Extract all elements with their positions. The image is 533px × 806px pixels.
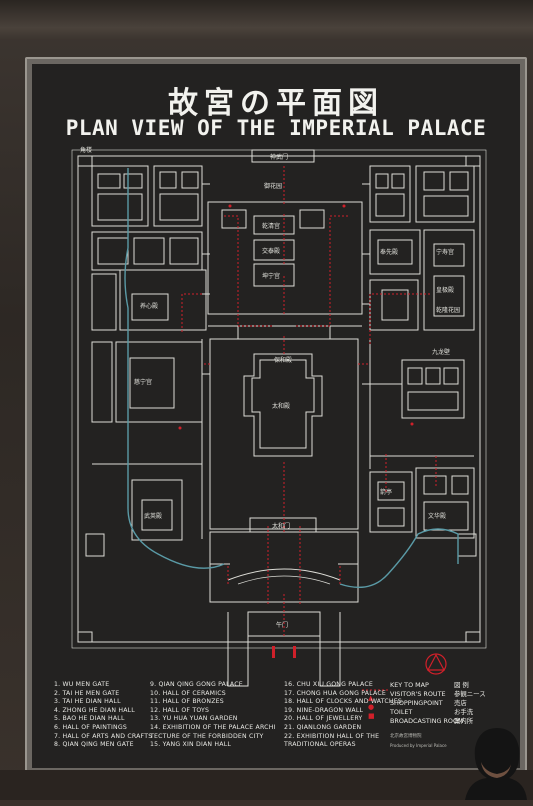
label-jiaolou: 角楼 bbox=[80, 146, 92, 154]
legend-item: 19. NINE-DRAGON WALL bbox=[284, 706, 364, 714]
label-qianlong: 乾隆花园 bbox=[436, 306, 460, 314]
label-jianting: 箭亭 bbox=[380, 488, 392, 496]
floor bbox=[0, 770, 533, 800]
legend-item: 1. WU MEN GATE bbox=[54, 681, 110, 688]
legend-item: 4. ZHONG HE DIAN HALL bbox=[54, 706, 135, 714]
visitor-head-silhouette bbox=[465, 728, 527, 800]
svg-text:▲: ▲ bbox=[368, 694, 374, 702]
legend-item: 22. EXHIBITION HALL OF THE bbox=[284, 732, 380, 740]
legend-item: 10. HALL OF CERAMICS bbox=[150, 689, 226, 697]
terrace bbox=[243, 353, 323, 457]
label-jiaotaidian: 交泰殿 bbox=[262, 247, 280, 255]
legend-item: 20. HALL OF JEWELLERY bbox=[284, 715, 363, 723]
legend-column-1: 1. WU MEN GATE 2. TAI HE MEN GATE 3. TAI… bbox=[54, 681, 152, 750]
label-taihemen: 太和门 bbox=[272, 522, 290, 530]
legend-item: 2. TAI HE MEN GATE bbox=[54, 689, 120, 697]
legend-item: TECTURE OF THE FORBIDDEN CITY bbox=[150, 732, 264, 740]
legend-item: 13. YU HUA YUAN GARDEN bbox=[150, 715, 238, 723]
label-ningshougong: 宁寿宫 bbox=[436, 248, 454, 256]
palace-logo-icon bbox=[425, 653, 447, 675]
legend-item: 18. HALL OF CLOCKS AND WATCHES bbox=[284, 698, 402, 706]
inner-stream-east bbox=[339, 528, 459, 588]
title-english: PLAN VIEW OF THE IMPERIAL PALACE bbox=[65, 116, 487, 140]
title-japanese: 故宮の平面図 bbox=[168, 86, 384, 121]
legend-item: 8. QIAN QING MEN GATE bbox=[54, 741, 134, 749]
label-baohedian: 保和殿 bbox=[274, 356, 292, 364]
outer-wall bbox=[77, 155, 481, 643]
legend-item: 5. BAO HE DIAN HALL bbox=[54, 715, 125, 723]
label-cining: 慈宁宫 bbox=[134, 378, 152, 386]
legend-item: 11. HALL OF BRONZES bbox=[150, 698, 224, 706]
legend-item: 12. HALL OF TOYS bbox=[150, 706, 210, 714]
legend-column-2: 9. QIAN QING GONG PALACE 10. HALL OF CER… bbox=[150, 681, 276, 750]
legend-item: 16. CHU XIU GONG PALACE bbox=[284, 681, 374, 688]
svg-text:●: ● bbox=[368, 703, 374, 711]
legend-item: 17. CHONG HUA GONG PALACE bbox=[284, 689, 386, 697]
credit-english: Produced by Imperial Palace bbox=[390, 743, 447, 748]
terrace-inner bbox=[251, 359, 315, 449]
inner-stream-west bbox=[124, 168, 225, 569]
ceiling-ledge bbox=[0, 0, 533, 40]
outer-court bbox=[209, 338, 359, 530]
label-yuhuayuan: 御花园 bbox=[264, 182, 282, 190]
label-jiulongbi: 九龙壁 bbox=[432, 348, 450, 356]
label-fengxian: 奉先殿 bbox=[380, 248, 398, 256]
palace-map-sign: 故宮の平面図 PLAN VIEW OF THE IMPERIAL PALACE bbox=[32, 64, 520, 768]
legend-item: 9. QIAN QING GONG PALACE bbox=[150, 681, 243, 688]
label-yangxindian: 养心殿 bbox=[140, 302, 158, 310]
label-huangjidian: 皇极殿 bbox=[436, 286, 454, 294]
legend-item: 6. HALL OF PAINTINGS bbox=[54, 723, 127, 731]
legend-column-3: 16. CHU XIU GONG PALACE 17. CHONG HUA GO… bbox=[284, 681, 402, 750]
label-qianqinggong: 乾清宫 bbox=[262, 222, 280, 230]
legend-item: 3. TAI HE DIAN HALL bbox=[54, 698, 121, 706]
svg-text:■: ■ bbox=[368, 712, 375, 720]
shenwumen-gate bbox=[251, 149, 315, 163]
label-wenhua: 文华殿 bbox=[428, 512, 446, 520]
legend-item: TRADITIONAL OPERAS bbox=[284, 741, 356, 749]
legend-item: 7. HALL OF ARTS AND CRAFTS bbox=[54, 732, 153, 740]
label-taihedian: 太和殿 bbox=[272, 402, 290, 410]
label-wuying: 武英殿 bbox=[144, 512, 162, 520]
legend-item: 14. EXHIBITION OF THE PALACE ARCHI bbox=[150, 723, 276, 731]
legend-item: 21. QIANLONG GARDEN bbox=[284, 723, 362, 731]
taihemen bbox=[249, 517, 317, 533]
label-kunninggong: 坤宁宫 bbox=[262, 272, 280, 280]
legend-item: 15. YANG XIN DIAN HALL bbox=[150, 741, 231, 749]
label-wumen: 午门 bbox=[276, 621, 288, 629]
forecourt bbox=[209, 531, 359, 603]
palace-plan-map: 午门 太和殿 保和殿 太和门 乾清宫 交泰殿 坤宁宫 御花园 神武门 角楼 九龙… bbox=[71, 146, 487, 720]
inner-court bbox=[207, 201, 363, 315]
credit: 北京故宮博物院 bbox=[390, 734, 422, 739]
label-shenwumen: 神武门 bbox=[270, 153, 288, 161]
